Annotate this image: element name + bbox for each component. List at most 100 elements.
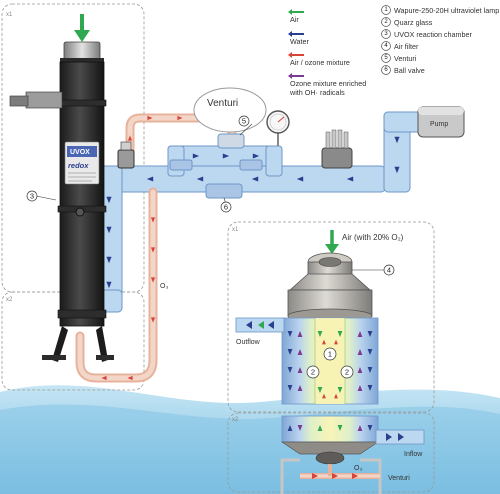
base-arrow-icon (337, 425, 343, 431)
cylinder-arrow-icon (357, 331, 363, 337)
legend-item-2-num: 2 (384, 19, 388, 25)
legend-arrows: Air Water Air / ozone mixture Ozone mixt… (288, 9, 366, 97)
legend-items: 1 Wapure-250-20H ultraviolet lamp 2 Quar… (381, 5, 499, 75)
water-arrow-icon (394, 136, 400, 144)
lower-ozone-hose (300, 464, 380, 479)
venturi-body (217, 133, 245, 149)
ozone-arrow-icon (101, 375, 107, 381)
cylinder-arrow-icon (367, 385, 373, 391)
legend-item-1-label: Wapure-250-20H ultraviolet lamp (394, 6, 499, 15)
inlet-cap (117, 141, 135, 169)
legend-item-2-label: Quarz glass (394, 18, 433, 27)
legend-item-5-num: 5 (384, 55, 388, 61)
ozone-arrow-icon (127, 135, 133, 141)
legend-air-arrow-icon (288, 9, 304, 15)
cylinder-arrow-icon (334, 339, 338, 345)
venturi-bubble (193, 87, 267, 133)
water-arrow-icon (222, 153, 230, 159)
water-arrow-icon (106, 226, 112, 234)
cylinder-arrow-icon (367, 331, 373, 337)
uvox-reaction-chamber (9, 41, 114, 362)
callout-lamp-num: 1 (328, 350, 332, 359)
detail-air-arrow-icon (325, 230, 339, 254)
pump (417, 106, 465, 138)
legend-item-2: 2 Quarz glass (381, 17, 433, 27)
detail-box-x2-detail-label: x2 (232, 417, 239, 423)
callout-valve: 6 (220, 197, 232, 213)
detail-box-x1-top-label: x1 (6, 12, 13, 18)
legend-item-3: 3 UVOX reaction chamber (381, 29, 473, 39)
air-filter (287, 252, 373, 324)
base-arrow-icon (367, 425, 373, 431)
inflow-label: Inflow (404, 451, 423, 458)
callout-lamp: 1 (323, 347, 337, 361)
cylinder-arrow-icon (287, 331, 293, 337)
pump-label: Pump (430, 121, 448, 128)
legend-item-4-num: 4 (384, 43, 388, 49)
lower-water-pipe (280, 458, 382, 494)
base-arrow-icon (297, 425, 303, 431)
ozone-arrow-icon (150, 247, 156, 253)
water-arrow-icon (296, 176, 304, 182)
water-arrow-icon (106, 196, 112, 204)
callout-valve-num: 6 (224, 203, 228, 212)
cylinder-arrow-icon (297, 349, 303, 355)
legend-item-1-num: 1 (384, 7, 388, 13)
device-plate-lines (68, 172, 96, 182)
callout-quartz-right: 2 (340, 365, 354, 379)
ozone-arrow-icon (127, 375, 133, 381)
sensor-manifold (321, 129, 353, 169)
water-arrow-icon (106, 281, 112, 289)
legend-air-ozone-label: Air / ozone mixture (290, 58, 350, 67)
lower-ozone-label: O₃ (354, 465, 362, 472)
reaction-cylinder (281, 317, 379, 405)
callout-quartz-left-num: 2 (311, 368, 315, 377)
device-brand-redox: redox (68, 161, 89, 170)
cylinder-arrow-icon (297, 385, 303, 391)
air-inlet-arrow-icon (74, 14, 90, 42)
device-brand-uvox: UVOX (70, 149, 90, 156)
base-arrow-icon (357, 425, 363, 431)
ozone-label: O₃ (160, 283, 168, 290)
venturi-bubble-label: Venturi (207, 98, 238, 109)
base-flow-arrows (287, 425, 373, 431)
water-arrow-icon (196, 176, 204, 182)
base-arrow-icon (317, 425, 323, 431)
detail-box-x2-detail (227, 412, 435, 493)
cylinder-arrow-icon (322, 339, 326, 345)
cylinder-arrow-icon (297, 331, 303, 337)
cylinder-arrow-icon (357, 349, 363, 355)
legend-item-6-num: 6 (384, 67, 388, 73)
legend-item-5-label: Venturi (394, 54, 417, 63)
callout-venturi: 5 (238, 115, 253, 136)
legend-ozone-radicals-line2: with OH· radicals (289, 88, 345, 97)
cylinder-arrow-icon (367, 367, 373, 373)
callout-chamber-num: 3 (30, 192, 34, 201)
base-arrow-icon (287, 425, 293, 431)
callout-filter-num: 4 (387, 266, 391, 275)
water-flow-arrows (106, 136, 400, 289)
legend-water-arrow-icon (288, 31, 304, 37)
callout-quartz-right-num: 2 (345, 368, 349, 377)
inflow-pipe (375, 429, 425, 445)
ozone-arrow-icon (147, 115, 153, 121)
cylinder-arrow-icon (337, 331, 343, 337)
legend-air-label: Air (290, 15, 299, 24)
cylinder-arrow-icon (334, 393, 338, 399)
legend-ozone-radicals-arrow-icon (288, 73, 304, 79)
cylinder-arrow-icon (297, 367, 303, 373)
legend-air-ozone-arrow-icon (288, 52, 304, 58)
legend-item-3-label: UVOX reaction chamber (394, 30, 473, 39)
callout-filter: 4 (352, 264, 395, 276)
detail-box-x1-detail-label: x1 (232, 227, 239, 233)
cylinder-arrow-icon (287, 349, 293, 355)
cylinder-arrow-icon (322, 393, 326, 399)
ozone-hose-down-inner (77, 189, 156, 381)
ozone-arrow-icon (150, 277, 156, 283)
cylinder-arrow-icon (317, 387, 323, 393)
callout-quartz-left: 2 (306, 365, 320, 379)
legend-item-4: 4 Air filter (381, 41, 419, 51)
callout-chamber: 3 (26, 190, 57, 202)
cylinder-arrow-icon (287, 385, 293, 391)
